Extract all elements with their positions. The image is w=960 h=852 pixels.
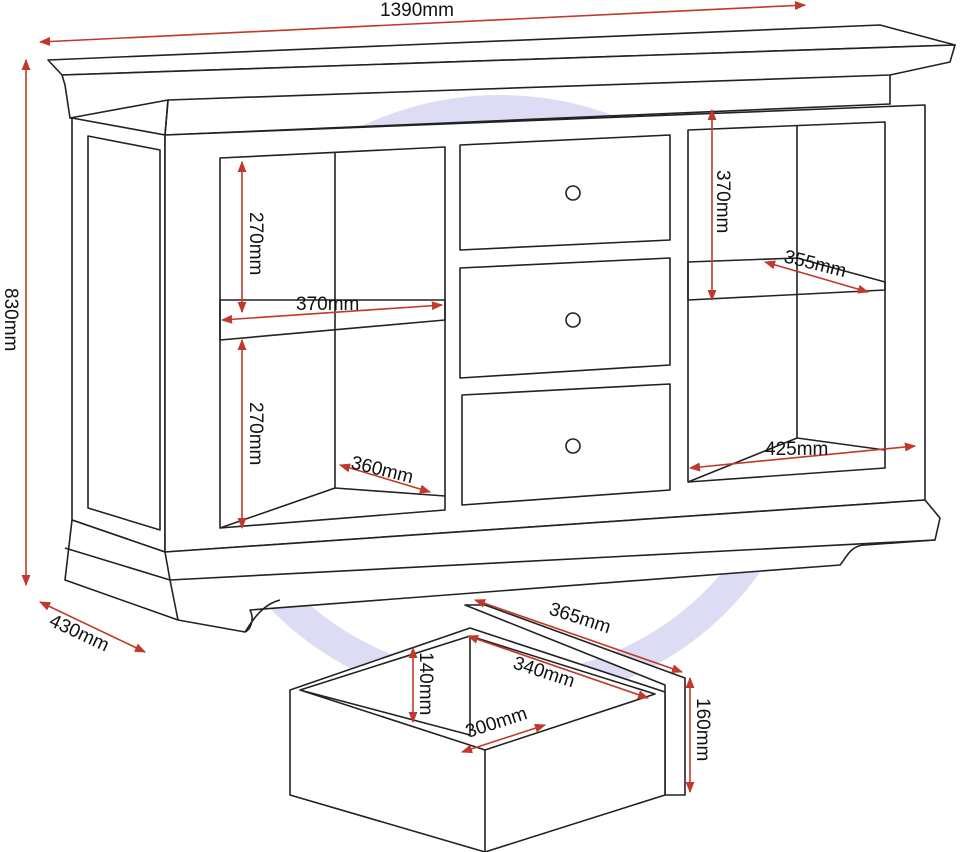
label-right-upper-height: 370mm <box>712 170 733 233</box>
label-overall-depth: 430mm <box>46 610 112 656</box>
sideboard-drawing <box>47 24 956 633</box>
label-drawer-inner-height: 140mm <box>415 652 436 715</box>
label-right-lower-width: 425mm <box>765 439 828 460</box>
drawer-2 <box>459 257 671 379</box>
label-drawer-front-height: 160mm <box>692 698 713 761</box>
label-overall-width: 1390mm <box>380 0 454 21</box>
label-left-shelf-width: 370mm <box>296 294 359 315</box>
drawer-knob <box>565 438 581 454</box>
left-side-panel <box>71 117 166 553</box>
left-opening <box>219 146 446 529</box>
drawer-knob <box>565 185 581 201</box>
dimension-lines <box>21 1 917 794</box>
label-overall-height: 830mm <box>0 288 21 351</box>
drawer-1 <box>459 134 671 251</box>
label-left-upper-height: 270mm <box>245 212 266 275</box>
drawer-knob <box>565 312 581 328</box>
label-left-lower-height: 270mm <box>245 402 266 465</box>
